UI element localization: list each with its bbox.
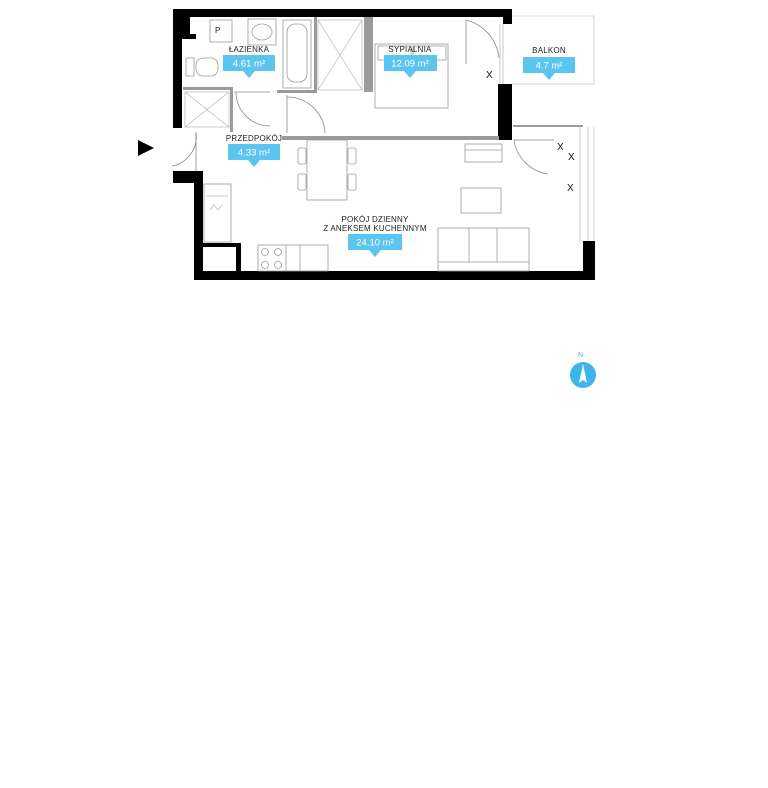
compass-north-label: N [578,352,583,359]
entrance-arrow-icon [138,140,154,156]
room-name-bedroom: SYPIALNIA [388,45,432,54]
room-balcony: BALKON 4.7 m² [523,46,575,80]
window-marker: X [568,152,575,163]
window-marker: X [557,142,564,153]
partitions [183,17,583,140]
badge-pointer [248,160,260,167]
walls [173,9,595,280]
room-name-hall: PRZEDPOKÓJ [226,134,282,143]
room-bedroom: SYPIALNIA 12.09 m² [384,45,437,78]
badge-pointer [243,71,255,78]
room-name-balcony: BALKON [532,46,566,55]
balcony-outline [512,15,595,241]
bathroom-fixtures: P [184,18,363,128]
room-name-bathroom: ŁAZIENKA [229,45,270,54]
doors [171,19,589,241]
compass-icon: N [570,352,596,388]
room-name-living-line1: POKÓJ DZIENNY [341,215,409,224]
room-living: POKÓJ DZIENNY Z ANEKSEM KUCHENNYM 24.10 … [323,215,427,257]
area-badge-living [348,234,402,250]
badge-pointer [404,71,416,78]
area-badge-bathroom [223,55,275,71]
window-markers: X X X X [486,70,575,194]
room-bathroom: ŁAZIENKA 4.61 m² [223,45,275,78]
living-furniture [203,139,530,272]
room-name-living-line2: Z ANEKSEM KUCHENNYM [323,224,427,233]
room-hall: PRZEDPOKÓJ 4.33 m² [226,134,282,167]
area-value-bathroom: 4.61 m² [233,59,265,70]
window-marker: X [567,183,574,194]
badge-pointer [369,250,381,257]
area-value-bedroom: 12.09 m² [391,59,429,70]
window-marker: X [486,70,493,81]
svg-text:P: P [215,26,221,35]
area-value-balcony: 4.7 m² [536,61,563,72]
area-badge-balcony [523,57,575,73]
area-value-hall: 4.33 m² [238,148,270,159]
badge-pointer [543,73,555,80]
area-badge-bedroom [384,55,437,71]
area-badge-hall [228,144,280,160]
area-value-living: 24.10 m² [356,238,394,249]
